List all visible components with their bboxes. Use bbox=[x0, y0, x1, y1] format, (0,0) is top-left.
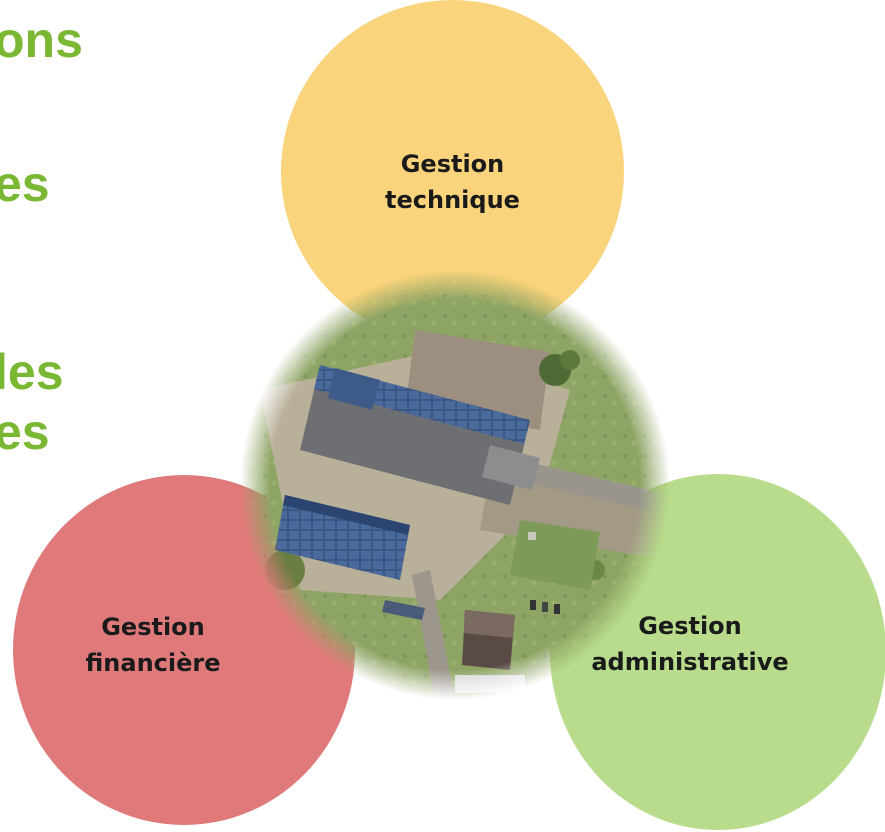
left-text-line-2: es bbox=[0, 156, 50, 212]
circle-technique-label-line1: Gestion bbox=[400, 150, 505, 178]
circle-technique-label: Gestion technique bbox=[281, 146, 624, 218]
left-text-line-4: es bbox=[0, 404, 50, 460]
aerial-farm-image bbox=[240, 270, 670, 700]
circle-financiere-label-line1: Gestion bbox=[101, 613, 205, 641]
left-text-line-1: ons bbox=[0, 12, 83, 68]
circle-technique-label-line2: technique bbox=[385, 186, 520, 214]
left-text-line-3: les bbox=[0, 344, 64, 400]
circle-financiere-label-line2: financière bbox=[85, 649, 221, 677]
circle-financiere-label: Gestion financière bbox=[63, 609, 243, 681]
left-text-column: ons es les es bbox=[0, 0, 140, 520]
